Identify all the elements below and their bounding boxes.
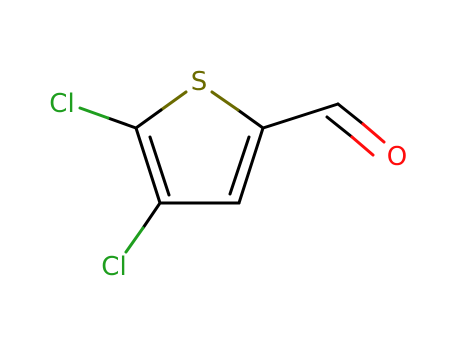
bond-aldehyde-c-o-double [325,102,386,157]
bond-s-c2 [210,90,265,130]
bond-c2-aldehyde-carbon [261,102,340,130]
bond-c3-c2-double [228,126,265,205]
atom-label-sulfur: S [191,67,208,97]
bond-c5-c4-double [134,126,171,205]
atom-label-chlorine-bottom: Cl [101,252,126,282]
bond-s-c5 [134,90,188,130]
bond-c4-cl [124,201,162,254]
bond-c5-cl [78,106,138,130]
atom-label-oxygen: O [387,142,407,172]
atom-label-chlorine-top: Cl [49,89,74,119]
